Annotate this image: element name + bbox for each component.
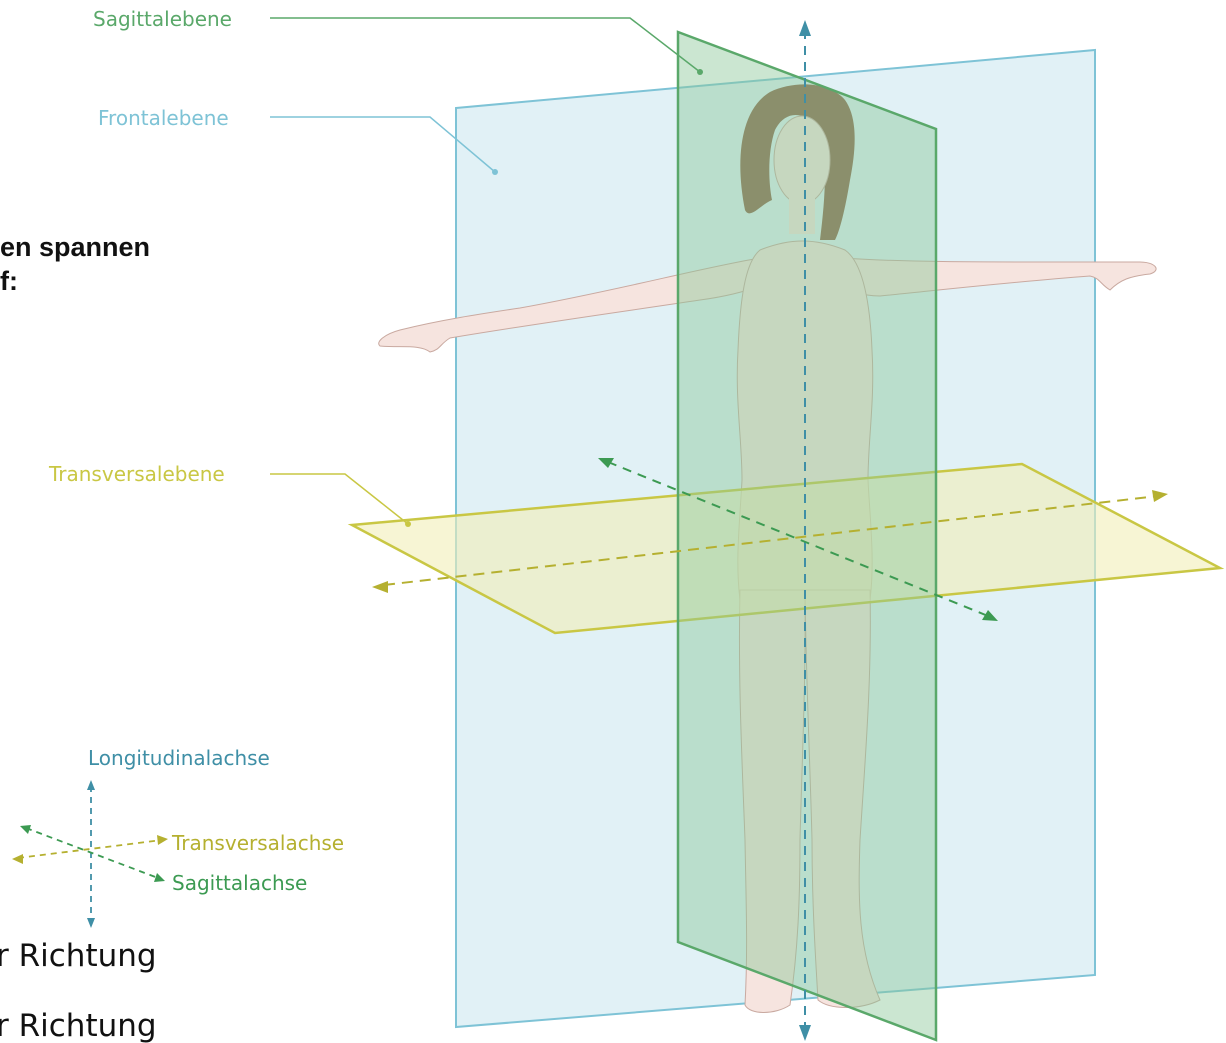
left-text-line-3: r Richtung	[0, 938, 157, 974]
axis-legend	[12, 780, 168, 928]
left-text-line-1: en spannen	[0, 232, 150, 262]
frontal-plane-label: Frontalebene	[98, 106, 229, 130]
sagittal-plane	[678, 32, 936, 1040]
sagittal-plane-label: Sagittalebene	[93, 7, 232, 31]
transversal-leader-line	[270, 474, 408, 524]
left-text-line-2: f:	[0, 266, 18, 296]
transversal-axis-label: Transversalachse	[171, 831, 344, 855]
left-text-line-4: r Richtung	[0, 1008, 157, 1043]
longitudinal-axis-label: Longitudinalachse	[88, 746, 270, 770]
sagittal-leader-line	[270, 18, 700, 72]
sagittal-axis-label: Sagittalachse	[172, 871, 307, 895]
transversal-plane-label: Transversalebene	[48, 462, 225, 486]
